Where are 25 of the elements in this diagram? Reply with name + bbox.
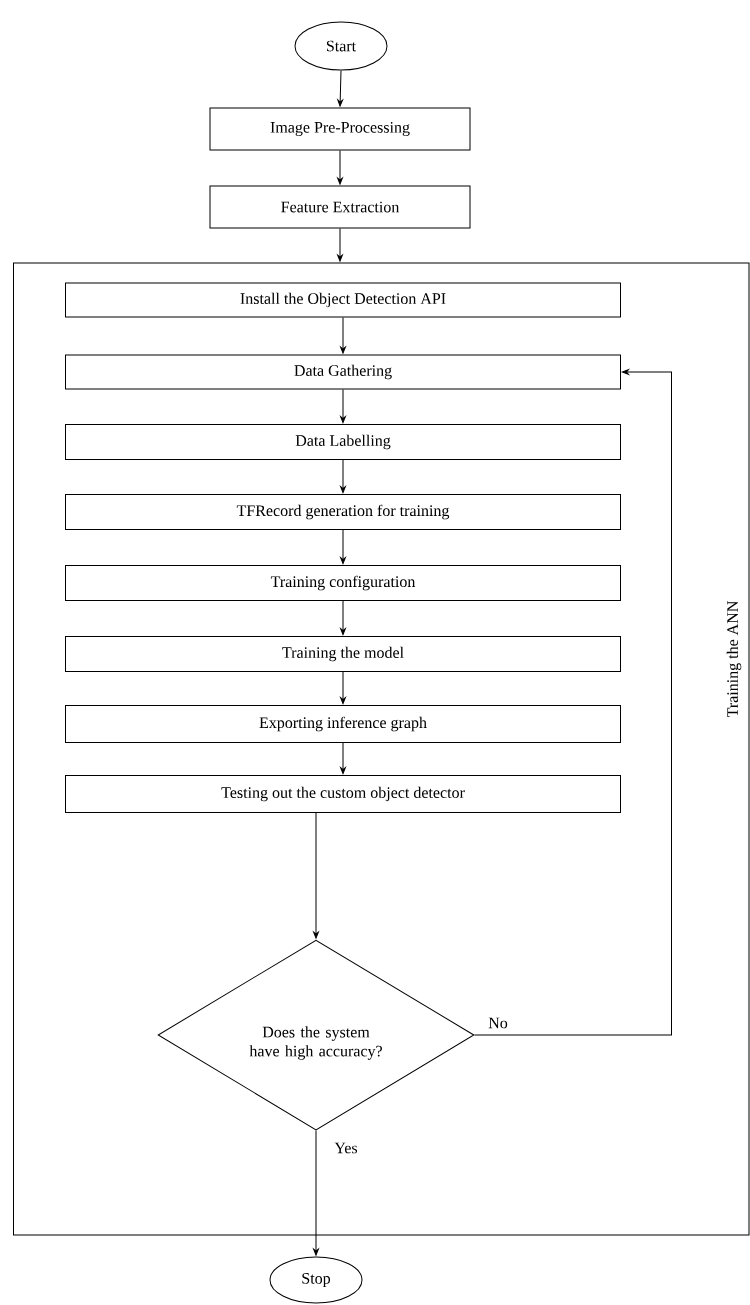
arrow <box>340 671 346 705</box>
process-box: Feature Extraction <box>209 185 471 229</box>
arrow <box>337 228 343 262</box>
edge-label: No <box>487 1016 509 1030</box>
arrow <box>340 317 346 354</box>
arrow <box>337 70 344 107</box>
arrow <box>313 812 319 939</box>
process-box: Data Labelling <box>65 424 621 460</box>
process-box: Data Gathering <box>65 354 621 390</box>
arrow <box>340 742 346 775</box>
arrow <box>340 600 346 636</box>
process-box: Training configuration <box>65 565 621 601</box>
arrow <box>337 150 343 185</box>
arrow <box>474 369 672 1036</box>
process-box: Image Pre-Processing <box>209 107 471 151</box>
arrow <box>313 1130 319 1256</box>
edge-label: Yes <box>333 1141 359 1155</box>
process-box: Exporting inference graph <box>65 705 621 743</box>
arrow <box>340 529 346 565</box>
arrow <box>340 389 346 424</box>
process-box: Install the Object Detection API <box>65 282 621 318</box>
process-box: Testing out the custom object detector <box>65 775 621 813</box>
process-box: Training the model <box>65 636 621 672</box>
process-box: TFRecord generation for training <box>65 494 621 530</box>
arrow <box>340 459 346 494</box>
